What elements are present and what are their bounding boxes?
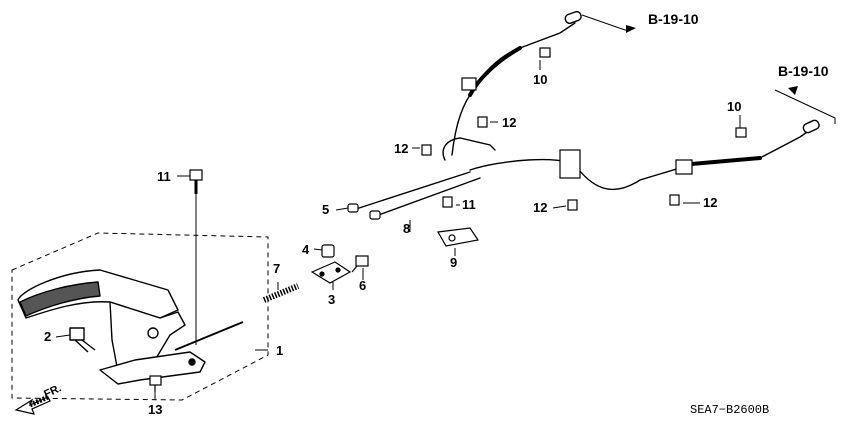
callout-12-c: 12 [533, 200, 547, 215]
brake-switch [69, 327, 85, 341]
bolt-12-a [477, 116, 488, 128]
ref-upper: B-19-10 [648, 11, 699, 27]
lever-body [109, 301, 186, 376]
lever-base [99, 351, 206, 385]
callout-12-d: 12 [703, 195, 717, 210]
callout-13: 13 [148, 402, 162, 417]
ref-line-right [774, 89, 836, 124]
spring-7 [262, 283, 300, 303]
callout-8: 8 [403, 221, 410, 236]
cables [355, 10, 820, 217]
lever-grip-shade [19, 281, 101, 317]
callout-12-a: 12 [502, 115, 516, 130]
bolt-11 [189, 169, 203, 345]
callout-9: 9 [450, 255, 457, 270]
bracket-right [675, 159, 693, 175]
bolt-12-c [567, 199, 578, 211]
ref-arrow-upper [626, 25, 636, 33]
callout-1: 1 [276, 343, 283, 358]
front-cable-8 [375, 177, 481, 217]
equalizer-rod [174, 321, 244, 351]
parking-brake-lever-assembly [11, 232, 269, 401]
bolt-13 [149, 375, 162, 392]
pivot-hole [147, 327, 159, 339]
cable-left-upper-housing [468, 46, 522, 97]
callout-10-upper: 10 [533, 72, 547, 87]
cable-8-plug [369, 210, 381, 220]
adjuster-3 [310, 261, 352, 284]
front-cable-5 [355, 171, 471, 210]
cable-left-lower [442, 137, 496, 161]
callout-3: 3 [328, 292, 335, 307]
callout-5: 5 [322, 202, 329, 217]
bolt-11-right [442, 196, 453, 208]
callout-7: 7 [273, 261, 280, 276]
clip-10-right [735, 127, 747, 138]
callout-10-right: 10 [727, 99, 741, 114]
ref-right: B-19-10 [778, 63, 829, 79]
cable-5-plug [347, 203, 359, 213]
bolt-12-b [421, 144, 432, 156]
ref-line-upper [581, 14, 630, 31]
callout-6: 6 [359, 278, 366, 293]
bracket-upper [461, 77, 477, 91]
cable-right-end [802, 119, 820, 134]
front-arrow [14, 394, 51, 415]
front-label: FR. [42, 382, 63, 400]
cable-right-housing [678, 156, 762, 167]
bolt-12-d [669, 194, 680, 206]
cable-left-end [564, 10, 582, 25]
equalizer-9 [437, 227, 480, 247]
diagram-code: SEA7−B2600B [690, 403, 769, 417]
leader-lines [55, 14, 836, 400]
callout-11-right: 11 [462, 197, 476, 212]
callout-2: 2 [44, 329, 51, 344]
base-hole [188, 358, 196, 366]
callout-12-b: 12 [394, 141, 408, 156]
ref-arrow-right [788, 86, 798, 95]
nut-4 [321, 244, 335, 258]
brake-switch-tab [74, 339, 96, 353]
bracket-mid [559, 149, 581, 179]
bolt-6 [351, 255, 369, 273]
assembly-box-outline [11, 232, 269, 401]
clip-10-upper [539, 47, 551, 58]
callout-4: 4 [302, 242, 310, 257]
callout-11-left: 11 [157, 169, 171, 184]
